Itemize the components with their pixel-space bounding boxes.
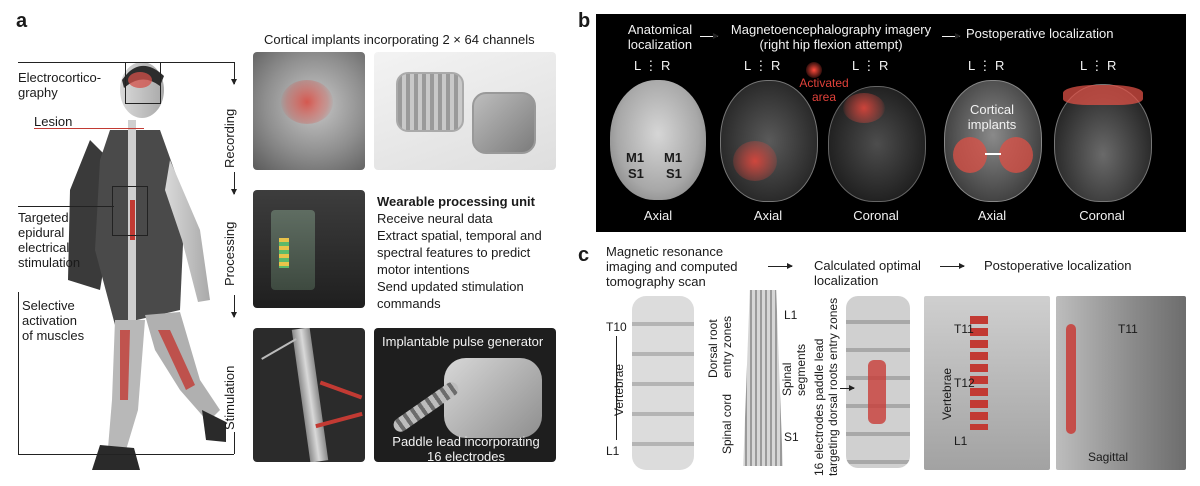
s1-label-right: S1 — [666, 166, 682, 181]
flow-arrow-3 — [231, 295, 237, 318]
meg-brain-coronal — [828, 86, 926, 202]
activated-area-dot — [806, 62, 822, 78]
xray-l1-label: L1 — [954, 434, 968, 448]
m1-label-left: M1 — [626, 150, 645, 165]
header-arrow-2 — [942, 33, 961, 39]
panel-a-letter: a — [16, 10, 28, 32]
wearable-line-2: Extract spatial, temporal and — [377, 228, 542, 243]
s1-label-left: S1 — [628, 166, 644, 181]
xray-t11-label: T11 — [954, 322, 974, 336]
vertebrae-label: Vertebrae — [612, 363, 626, 416]
t10-label: T10 — [606, 320, 627, 334]
sagittal-t11-label: T11 — [1118, 322, 1138, 336]
brain-implant-photo — [253, 52, 365, 170]
stage-processing: Processing — [222, 221, 237, 286]
lesion-connector — [34, 128, 144, 129]
cortical-implant-devices-photo — [374, 52, 556, 170]
targeted-connector — [18, 206, 114, 207]
view-label-3: Coronal — [853, 208, 899, 223]
postop-header-c: Postoperative localization — [984, 258, 1132, 273]
postop-brain-axial — [944, 80, 1042, 202]
postop-header-b: Postoperative localization — [966, 26, 1114, 41]
l1-label: L1 — [606, 444, 620, 458]
paddle-lead-label: Paddle lead incorporating 16 electrodes — [392, 434, 540, 464]
panel-b-letter: b — [578, 10, 591, 32]
ecog-connector — [18, 62, 234, 63]
wearable-title: Wearable processing unit — [377, 194, 535, 209]
activated-area-label: Activated area — [799, 76, 849, 104]
vertebrae-bracket — [616, 336, 617, 440]
lr-marker-3: L ⋮ R — [852, 58, 889, 73]
stage-recording: Recording — [222, 108, 237, 168]
segment-s1-label: S1 — [784, 430, 799, 444]
anatomical-brain-axial — [610, 80, 706, 200]
pulse-generator-photo — [374, 328, 556, 462]
cortical-implants-label: Cortical implants — [967, 102, 1017, 132]
dorsal-root-label: Dorsal root entry zones — [706, 315, 734, 378]
flow-arrow-2 — [231, 172, 237, 195]
vertebrae-column-3d — [632, 296, 694, 470]
xray-vertebrae-label: Vertebrae — [940, 367, 954, 420]
c-header-arrow-2 — [940, 263, 965, 269]
lesion-label: Lesion — [34, 114, 73, 129]
flow-bottom-line — [234, 432, 235, 454]
pulse-generator-label: Implantable pulse generator — [382, 334, 544, 349]
view-label-4: Axial — [977, 208, 1007, 223]
m1-label-right: M1 — [664, 150, 683, 165]
targeted-stimulation-label: Targeted epidural electrical stimulation — [18, 210, 81, 270]
xray-t12-label: T12 — [954, 376, 975, 390]
calculated-localization-3d — [846, 296, 910, 468]
view-label-5: Coronal — [1079, 208, 1125, 223]
wearable-unit-photo — [253, 190, 365, 308]
meg-brain-axial — [720, 80, 818, 202]
view-label-1: Axial — [643, 208, 673, 223]
wearable-line-6: commands — [377, 296, 441, 311]
wearable-line-5: Send updated stimulation — [377, 279, 524, 294]
xray-coronal — [924, 296, 1050, 470]
lr-marker-1: L ⋮ R — [634, 58, 671, 73]
selective-activation-label: Selective activation of muscles — [22, 298, 85, 343]
walking-person-illustration — [68, 62, 226, 470]
mri-header: Magnetic resonance imaging and computed … — [606, 244, 738, 289]
flow-arrow-1 — [231, 62, 237, 85]
meg-header: Magnetoencephalography imagery (right hi… — [730, 22, 932, 52]
sagittal-label: Sagittal — [1088, 450, 1129, 464]
segment-l1-label: L1 — [784, 308, 798, 322]
spine-focus-box — [112, 186, 148, 236]
postop-brain-coronal — [1054, 84, 1152, 202]
wearable-line-1: Receive neural data — [377, 211, 493, 226]
calc-header: Calculated optimal localization — [814, 258, 921, 288]
panel-c-letter: c — [578, 244, 590, 266]
lr-marker-2: L ⋮ R — [744, 58, 781, 73]
selective-bracket-bottom — [18, 454, 234, 455]
spinal-cord-label: Spinal cord — [720, 393, 734, 454]
ecog-label: Electrocortico- graphy — [18, 70, 102, 100]
spinal-cord-drawing — [743, 290, 783, 466]
lr-marker-5: L ⋮ R — [1080, 58, 1117, 73]
view-label-2: Axial — [753, 208, 783, 223]
anatomical-header: Anatomical localization — [627, 22, 693, 52]
lr-marker-4: L ⋮ R — [968, 58, 1005, 73]
spinal-segments-label: Spinal segments — [780, 343, 808, 396]
header-arrow-1 — [700, 33, 719, 39]
electrodes-arrow — [840, 385, 855, 391]
c-header-arrow-1 — [768, 263, 793, 269]
electrodes-label: 16 electrodes paddle lead targeting dors… — [812, 297, 840, 476]
wearable-line-3: spectral features to predict — [377, 245, 531, 260]
selective-bracket-left — [18, 292, 19, 454]
wearable-line-4: motor intentions — [377, 262, 470, 277]
head-focus-box — [125, 62, 161, 104]
stage-stimulation: Stimulation — [222, 365, 237, 430]
cortical-implants-title: Cortical implants incorporating 2 × 64 c… — [264, 32, 535, 47]
xray-sagittal — [1056, 296, 1186, 470]
spinal-lead-photo — [253, 328, 365, 462]
